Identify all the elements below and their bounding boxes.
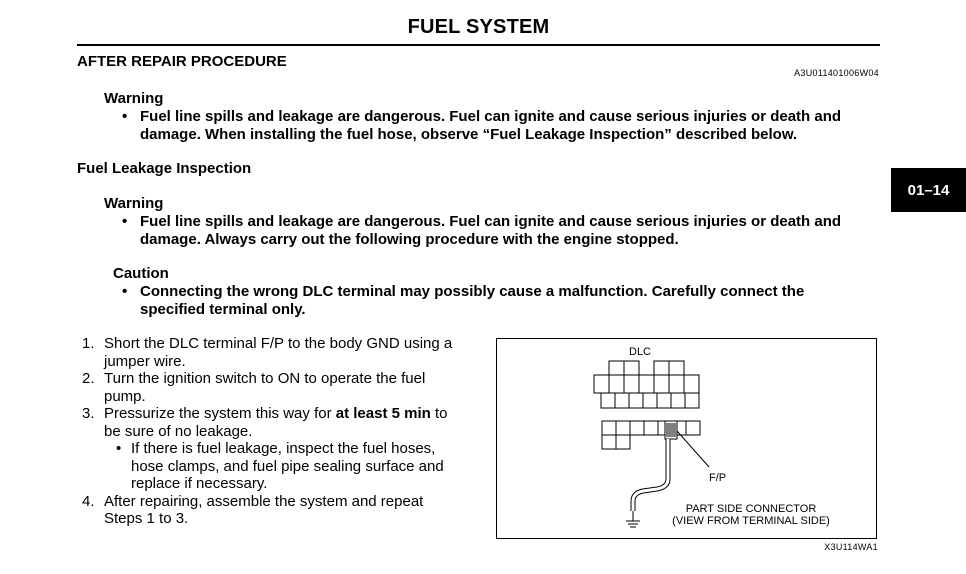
- connector-caption-line-2: (VIEW FROM TERMINAL SIDE): [672, 515, 830, 527]
- document-code: A3U011401006W04: [794, 68, 879, 78]
- warning-label-2: Warning: [104, 195, 164, 212]
- procedure-steps: 1. Short the DLC terminal F/P to the bod…: [80, 335, 460, 528]
- bullet-icon: •: [122, 108, 128, 125]
- warning-text-2: Fuel line spills and leakage are dangero…: [140, 213, 842, 248]
- caution-bullet: • Connecting the wrong DLC terminal may …: [122, 283, 862, 319]
- step-text-pre: Pressurize the system this way for: [104, 405, 336, 422]
- ground-icon: [626, 511, 640, 528]
- warning-label-1: Warning: [104, 90, 164, 107]
- jumper-wire-inner: [631, 439, 670, 511]
- caution-label: Caution: [113, 265, 169, 282]
- list-item: 2. Turn the ignition switch to ON to ope…: [80, 370, 460, 405]
- title-rule: [77, 44, 880, 46]
- step-sub-bullet: • If there is fuel leakage, inspect the …: [104, 440, 460, 493]
- step-number: 1.: [82, 335, 95, 352]
- bullet-icon: •: [122, 283, 128, 300]
- warning-bullet-1: • Fuel line spills and leakage are dange…: [122, 108, 882, 144]
- page-tab: 01–14: [891, 168, 966, 212]
- section-title: AFTER REPAIR PROCEDURE: [77, 53, 287, 70]
- step-number: 3.: [82, 405, 95, 422]
- fp-terminal-highlight: [664, 420, 678, 440]
- connector-caption-line-1: PART SIDE CONNECTOR: [685, 503, 817, 515]
- step-text-emphasis: at least 5 min: [335, 405, 431, 422]
- list-item: 3. Pressurize the system this way for at…: [80, 405, 460, 493]
- dlc-connector-upper: [593, 360, 700, 409]
- caution-text: Connecting the wrong DLC terminal may po…: [140, 283, 805, 318]
- step-text-post: to be sure of no leakage.: [104, 405, 448, 440]
- list-item: 4. After repairing, assemble the system …: [80, 493, 460, 528]
- step-sub-text: If there is fuel leakage, inspect the fu…: [131, 440, 444, 492]
- page-title: FUEL SYSTEM: [407, 16, 550, 38]
- step-text: Short the DLC terminal F/P to the body G…: [104, 335, 453, 370]
- dlc-label: DLC: [629, 346, 652, 358]
- connector-caption: PART SIDE CONNECTOR (VIEW FROM TERMINAL …: [665, 503, 837, 527]
- subsection-title: Fuel Leakage Inspection: [77, 160, 252, 177]
- step-text: Turn the ignition switch to ON to operat…: [104, 370, 426, 405]
- dlc-connector-lower: [601, 420, 701, 450]
- dlc-connector-illustration: [593, 360, 710, 528]
- jumper-wire: [630, 439, 671, 511]
- bullet-icon: •: [116, 440, 122, 457]
- warning-text-1: Fuel line spills and leakage are dangero…: [140, 108, 842, 143]
- dlc-connector-diagram: DLC F/P PART SIDE CONNECTOR (VIEW FROM T…: [496, 338, 877, 539]
- step-text: Pressurize the system this way for at le…: [104, 405, 447, 440]
- warning-bullet-2: • Fuel line spills and leakage are dange…: [122, 213, 882, 249]
- fp-label: F/P: [709, 472, 727, 484]
- step-number: 4.: [82, 492, 95, 510]
- bullet-icon: •: [122, 213, 128, 230]
- fp-leader-line: [676, 430, 710, 468]
- step-number: 2.: [82, 370, 95, 387]
- list-item: 1. Short the DLC terminal F/P to the bod…: [80, 335, 460, 370]
- figure-code: X3U114WA1: [824, 542, 878, 552]
- step-text: After repairing, assemble the system and…: [104, 492, 424, 528]
